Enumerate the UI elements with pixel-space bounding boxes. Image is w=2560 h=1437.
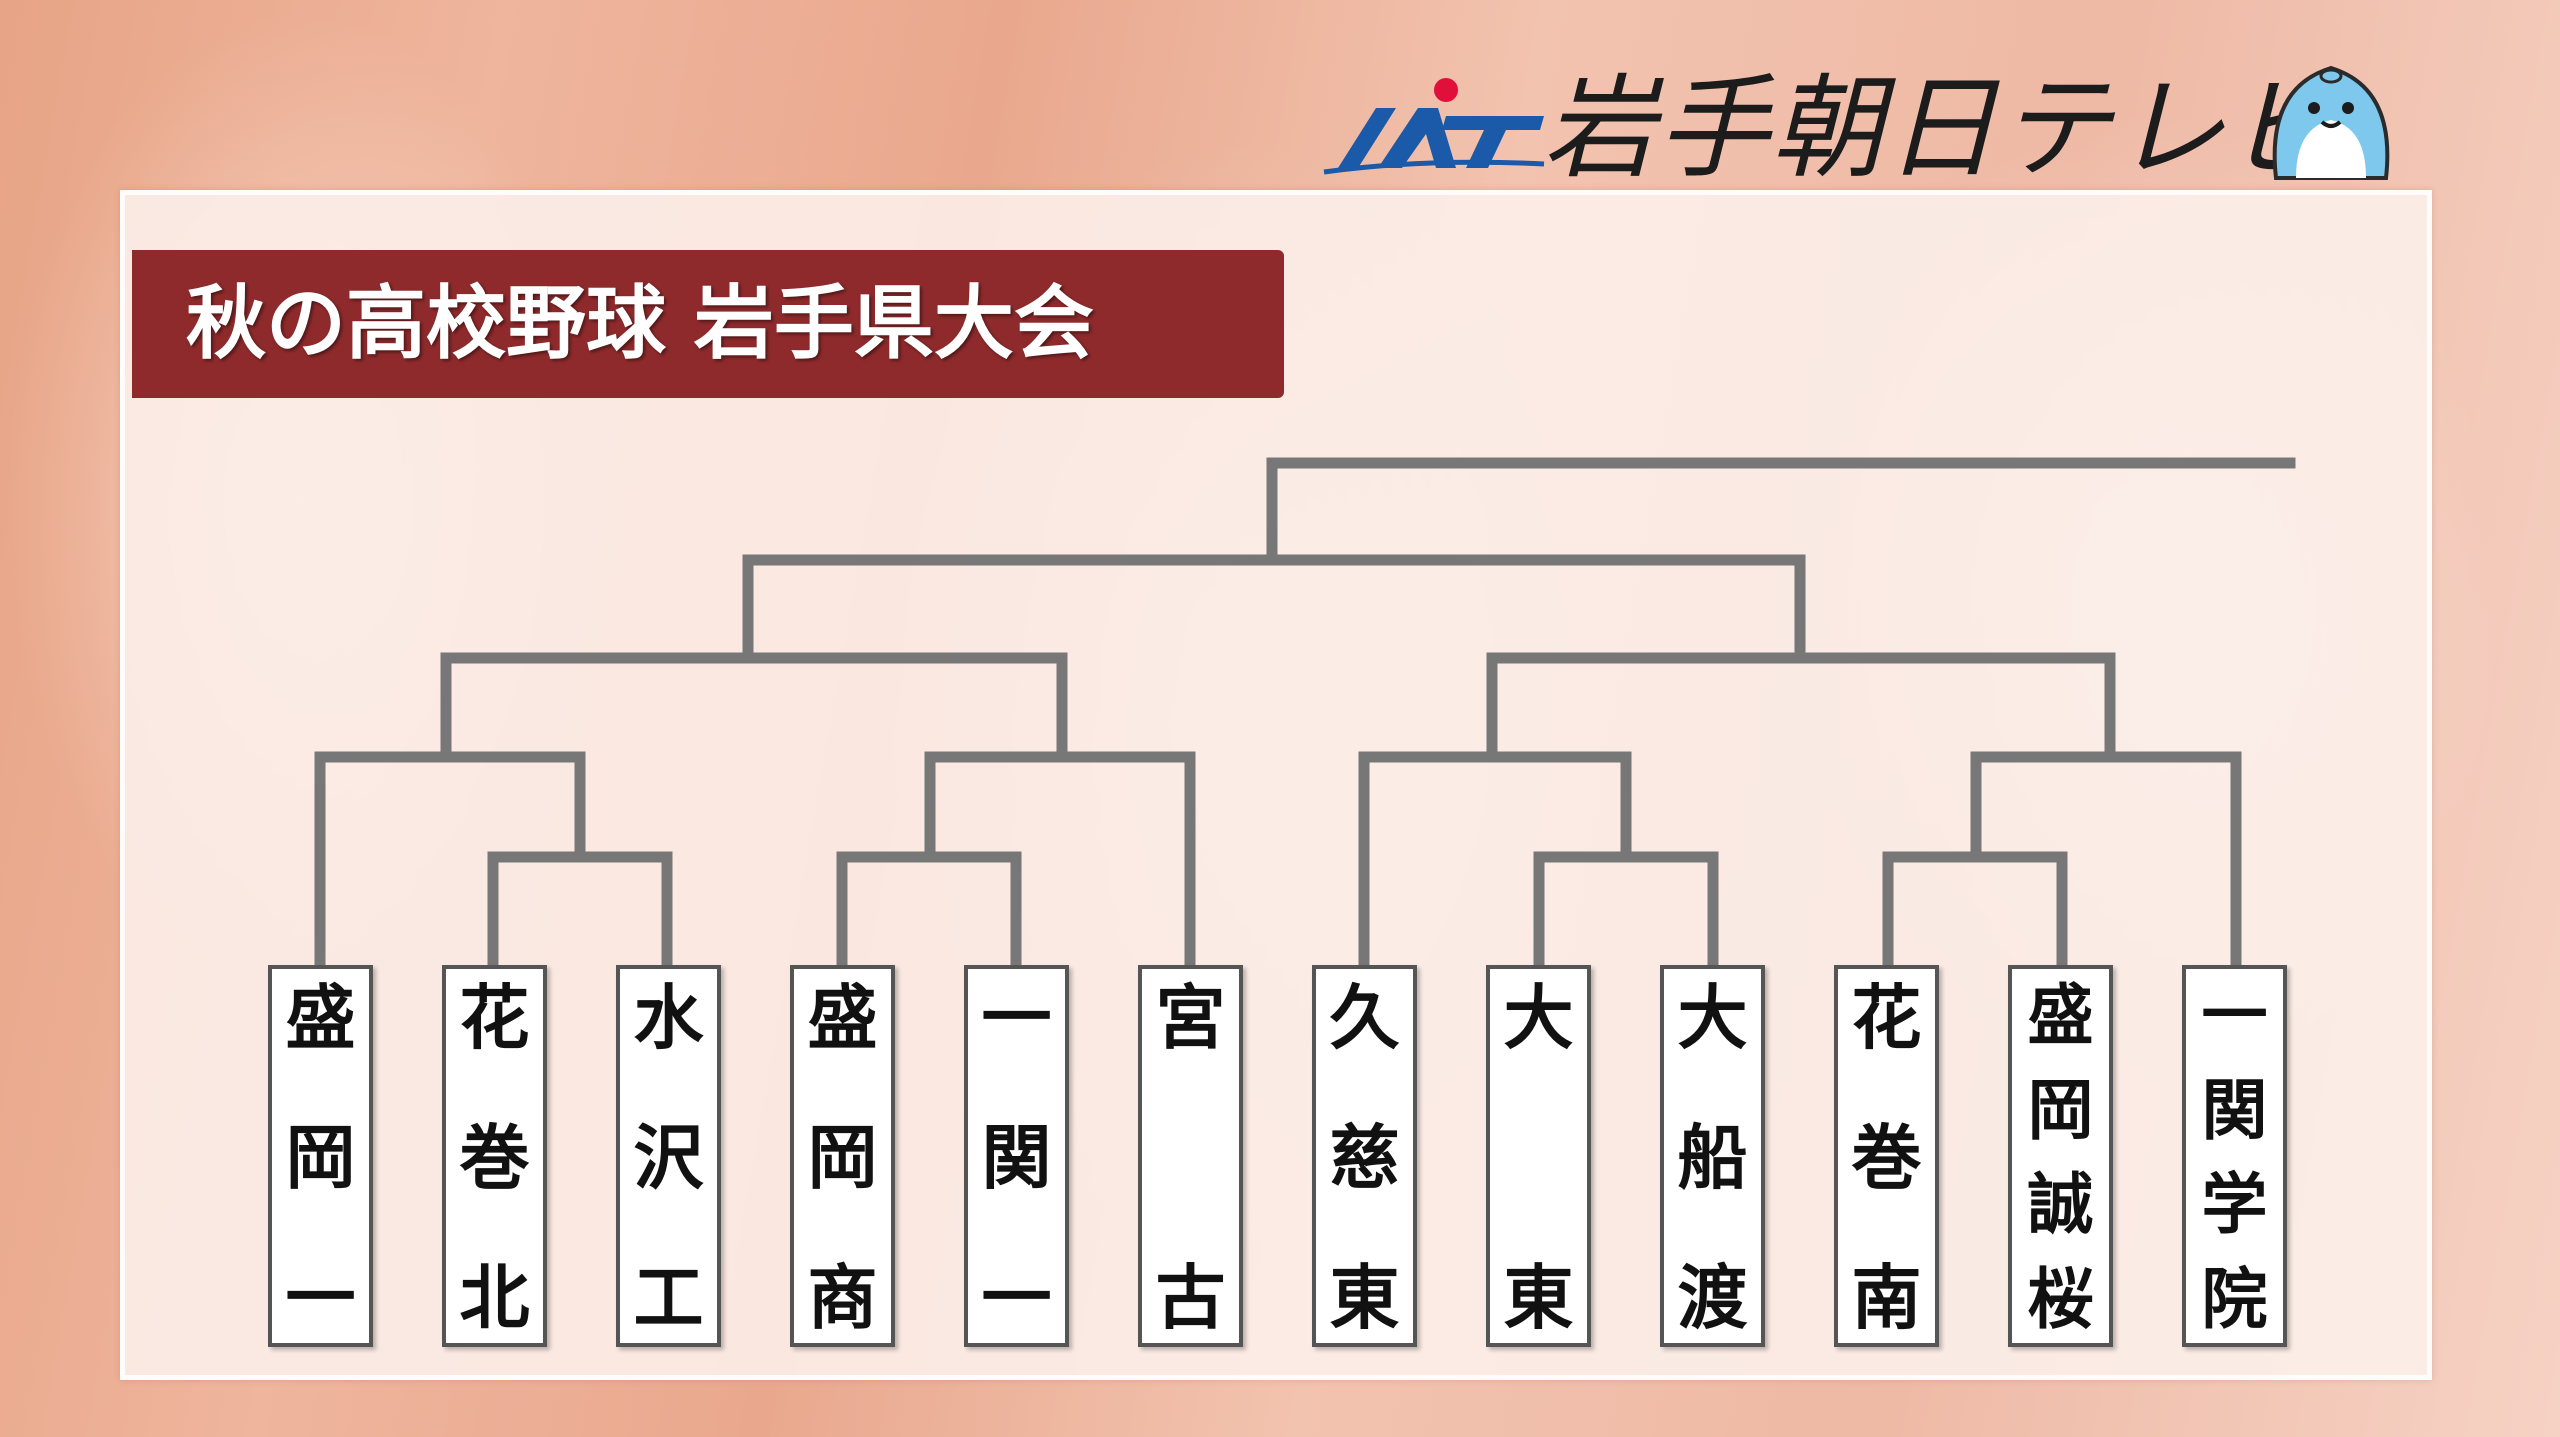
team-box: 盛 岡 一 (268, 965, 373, 1347)
bracket-line-semis (742, 554, 1806, 661)
team-char: 大 (1503, 977, 1574, 1059)
team-char: 誠 (2027, 1166, 2094, 1244)
bracket-line-r1-p4 (1882, 851, 2068, 971)
team-char: 巻 (1851, 1117, 1922, 1199)
team-char: 一 (285, 1257, 356, 1339)
team-char: 関 (2201, 1071, 2268, 1149)
team-char: 一 (981, 977, 1052, 1059)
team-char: 水 (633, 977, 704, 1059)
team-box: 久 慈 東 (1312, 965, 1417, 1347)
team-char: 盛 (807, 977, 878, 1059)
team-box: 盛 岡 誠 桜 (2008, 965, 2113, 1347)
team-box: 大 船 渡 (1660, 965, 1765, 1347)
team-char: 盛 (285, 977, 356, 1059)
team-char: 東 (1503, 1257, 1574, 1339)
team-char: 院 (2201, 1260, 2268, 1338)
team-char: 久 (1329, 977, 1400, 1059)
team-box: 盛 岡 商 (790, 965, 895, 1347)
team-char: 一 (2201, 977, 2268, 1054)
mascot-icon (2272, 65, 2390, 180)
team-char: 学 (2201, 1166, 2268, 1244)
bracket-line-r2-g2 (924, 751, 1196, 971)
channel-logo: 岩手朝日テレビ (1318, 48, 2418, 198)
bracket-line-r2-g4 (1970, 751, 2242, 971)
bracket-line-r1-p2 (836, 851, 1022, 971)
team-box: 一 関 一 (964, 965, 1069, 1347)
bracket-line-qf-right (1486, 652, 2116, 761)
team-char: 東 (1329, 1257, 1400, 1339)
team-char: 岡 (2027, 1071, 2094, 1149)
team-box: 大 東 (1486, 965, 1591, 1347)
team-char: 花 (1851, 977, 1922, 1059)
team-char: 古 (1155, 1257, 1226, 1339)
bracket-line-final (1266, 457, 2296, 561)
team-char: 盛 (2027, 977, 2094, 1054)
team-char: 岡 (285, 1117, 356, 1199)
team-char: 桜 (2027, 1260, 2094, 1338)
bracket-line-qf-left (440, 652, 1068, 761)
team-char: 沢 (633, 1117, 704, 1199)
bracket-line-r2-g1 (314, 751, 586, 971)
team-char: 商 (807, 1257, 878, 1339)
team-char: 宮 (1155, 977, 1226, 1059)
team-char: 花 (459, 977, 530, 1059)
team-char: 一 (981, 1257, 1052, 1339)
team-char: 南 (1851, 1257, 1922, 1339)
team-char: 関 (981, 1117, 1052, 1199)
team-char: 北 (459, 1257, 530, 1339)
team-box: 花 巻 北 (442, 965, 547, 1347)
bracket-line-r2-g3 (1358, 751, 1632, 971)
team-char: 渡 (1677, 1257, 1748, 1339)
bracket-line-r1-p3 (1533, 851, 1719, 971)
team-char: 巻 (459, 1117, 530, 1199)
team-char: 慈 (1329, 1117, 1400, 1199)
team-char: 工 (633, 1257, 704, 1339)
team-char: 岡 (807, 1117, 878, 1199)
bracket-line-r1-p1 (487, 851, 673, 971)
team-box: 一 関 学 院 (2182, 965, 2287, 1347)
team-box: 花 巻 南 (1834, 965, 1939, 1347)
page-title: 秋の高校野球 岩手県大会 (186, 277, 1094, 370)
team-box: 水 沢 工 (616, 965, 721, 1347)
team-char: 大 (1677, 977, 1748, 1059)
title-banner: 秋の高校野球 岩手県大会 (132, 250, 1284, 398)
team-box: 宮 古 (1138, 965, 1243, 1347)
iat-logo-icon (1323, 78, 1545, 175)
channel-name: 岩手朝日テレビ (1543, 64, 2341, 194)
team-char: 船 (1677, 1117, 1748, 1199)
